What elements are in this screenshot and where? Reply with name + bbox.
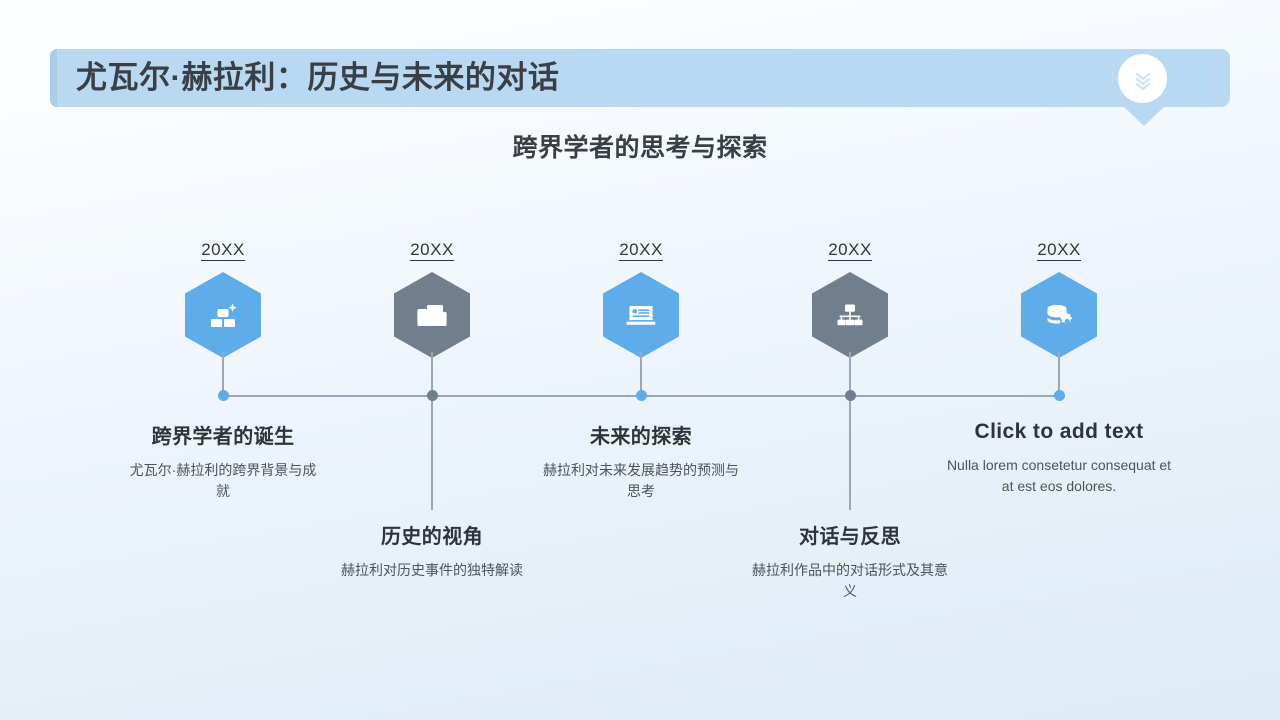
node-text-block: 未来的探索 赫拉利对未来发展趋势的预测与思考: [531, 420, 751, 502]
node-stem: [1058, 352, 1060, 396]
node-text-block: 跨界学者的诞生 尤瓦尔·赫拉利的跨界背景与成就: [113, 420, 333, 502]
node-hexagon-wrap: [322, 272, 542, 358]
node-title: 历史的视角: [381, 526, 483, 548]
node-text-block: 对话与反思 赫拉利作品中的对话形式及其意义: [740, 520, 960, 602]
node-stem-lower: [431, 396, 433, 510]
node-dot: [844, 390, 856, 401]
node-stem: [640, 352, 642, 396]
node-dot: [635, 390, 647, 401]
node-year-label: 20XX: [619, 240, 663, 261]
node-text-block: 历史的视角 赫拉利对历史事件的独特解读: [322, 520, 542, 581]
node-text-block: Click to add text Nulla lorem consetetur…: [934, 420, 1184, 497]
node-description: Nulla lorem consetetur consequat et at e…: [946, 457, 1172, 494]
node-stem-lower: [849, 396, 851, 510]
node-title: Click to add text: [974, 420, 1144, 443]
node-hexagon-wrap: [740, 272, 960, 358]
double-chevron-down-icon[interactable]: [1118, 54, 1167, 103]
page-title: 尤瓦尔·赫拉利：历史与未来的对话: [76, 60, 560, 95]
title-accent-bar: [50, 49, 57, 107]
node-hexagon-wrap: [949, 272, 1169, 358]
node-description: 赫拉利对未来发展趋势的预测与思考: [543, 462, 739, 499]
node-description: 赫拉利对历史事件的独特解读: [341, 562, 523, 578]
banner-pointer-triangle: [1123, 106, 1165, 126]
folder-document-icon: [394, 272, 470, 358]
node-title: 跨界学者的诞生: [151, 426, 295, 448]
node-year-label: 20XX: [410, 240, 454, 261]
node-year-label: 20XX: [1037, 240, 1081, 261]
node-stem: [849, 352, 851, 396]
node-year-label: 20XX: [201, 240, 245, 261]
node-dot: [1053, 390, 1065, 401]
node-dot: [217, 390, 229, 401]
node-year-label: 20XX: [828, 240, 872, 261]
node-hexagon-wrap: [531, 272, 751, 358]
laptop-icon: [603, 272, 679, 358]
database-gear-icon: [1021, 272, 1097, 358]
org-chart-icon: [812, 272, 888, 358]
node-dot: [426, 390, 438, 401]
page-subtitle: 跨界学者的思考与探索: [512, 134, 768, 162]
node-stem: [222, 352, 224, 396]
node-hexagon-wrap: [113, 272, 333, 358]
gold-bars-icon: [185, 272, 261, 358]
title-banner: [50, 49, 1230, 107]
node-description: 尤瓦尔·赫拉利的跨界背景与成就: [129, 462, 317, 499]
node-stem: [431, 352, 433, 396]
node-title: 对话与反思: [799, 526, 901, 548]
node-description: 赫拉利作品中的对话形式及其意义: [752, 562, 948, 599]
node-title: 未来的探索: [590, 426, 692, 448]
